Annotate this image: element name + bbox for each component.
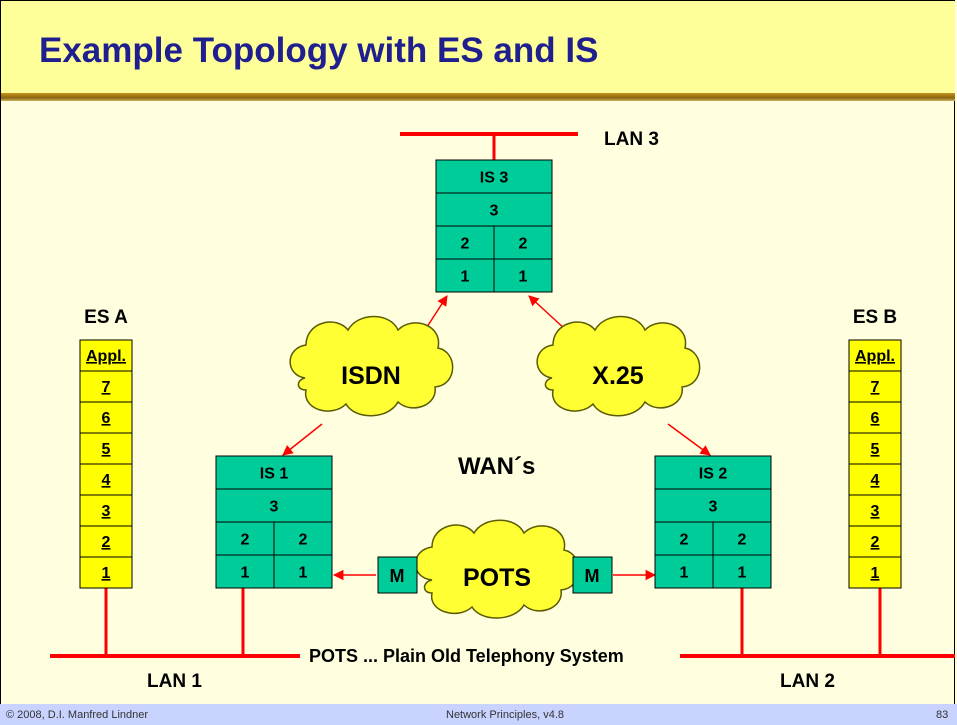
footer-page-number: 83 <box>936 709 949 721</box>
pots-label: POTS <box>463 564 531 592</box>
is-layer3: 3 <box>490 203 499 220</box>
is-layer1-right: 1 <box>299 565 308 582</box>
lan1-label: LAN 1 <box>147 671 202 692</box>
is-router-2: IS 1 3 2 2 1 1 <box>215 455 333 589</box>
slide-title: Example Topology with ES and IS <box>39 31 599 70</box>
lan3-segment <box>400 132 578 160</box>
es-layer: 1 <box>871 565 880 582</box>
es-stack-a: ES A Appl. 7 6 5 4 3 2 1 <box>79 307 133 589</box>
is-layer1-left: 1 <box>241 565 250 582</box>
is-layer2-left: 2 <box>680 532 689 549</box>
footer: © 2008, D.I. Manfred Lindner Network Pri… <box>0 704 957 725</box>
is-layer2-right: 2 <box>738 532 747 549</box>
intermediate-systems: IS 3 3 2 2 1 1 IS 1 3 2 2 1 1 IS 2 3 2 2 1 1 <box>215 159 772 589</box>
is-layer1-left: 1 <box>680 565 689 582</box>
modem-right: M <box>572 556 613 594</box>
es-layer: 7 <box>871 379 880 396</box>
x25-cloud: X.25 <box>536 315 701 417</box>
end-systems: ES A Appl. 7 6 5 4 3 2 1 ES B Appl. 7 6 5 4 3 2 1 <box>79 307 902 589</box>
es-layer: Appl. <box>855 348 895 365</box>
es-layer: 6 <box>871 410 880 427</box>
footer-copyright: © 2008, D.I. Manfred Lindner <box>6 709 149 721</box>
modem-right-label: M <box>585 566 600 586</box>
es-layer: 3 <box>102 503 111 520</box>
es-layer: 4 <box>871 472 880 489</box>
wan-links <box>282 295 711 581</box>
es-layer: 4 <box>102 472 111 489</box>
is-layer2-left: 2 <box>461 236 470 253</box>
lan3-label: LAN 3 <box>604 129 659 150</box>
is-layer1-right: 1 <box>519 269 528 286</box>
lan2-label: LAN 2 <box>780 671 835 692</box>
is-name: IS 3 <box>480 170 509 187</box>
is-name: IS 2 <box>699 466 728 483</box>
is-layer2-right: 2 <box>299 532 308 549</box>
es-layer: 6 <box>102 410 111 427</box>
es-layer: Appl. <box>86 348 126 365</box>
es-layer: 5 <box>102 441 111 458</box>
lan-bottom-segments <box>50 588 955 658</box>
is-layer3: 3 <box>270 499 279 516</box>
es-stack-b: ES B Appl. 7 6 5 4 3 2 1 <box>848 307 902 589</box>
wan-label: WAN´s <box>458 453 536 480</box>
es-name: ES B <box>853 307 897 328</box>
is-layer1-right: 1 <box>738 565 747 582</box>
isdn-cloud: ISDN <box>289 315 454 417</box>
es-name: ES A <box>84 307 128 328</box>
is-layer1-left: 1 <box>461 269 470 286</box>
is-layer2-left: 2 <box>241 532 250 549</box>
es-layer: 5 <box>871 441 880 458</box>
es-layer: 1 <box>102 565 111 582</box>
is-name: IS 1 <box>260 466 289 483</box>
x25-label: X.25 <box>592 362 644 390</box>
title-bar: Example Topology with ES and IS <box>1 1 955 93</box>
es-layer: 2 <box>102 534 111 551</box>
title-divider <box>1 93 955 101</box>
pots-caption: POTS ... Plain Old Telephony System <box>305 646 628 667</box>
modem-left-label: M <box>390 566 405 586</box>
pots-cloud: POTS <box>414 519 580 619</box>
is-router-3: IS 2 3 2 2 1 1 <box>654 455 772 589</box>
footer-course: Network Principles, v4.8 <box>446 709 564 721</box>
modem-left: M <box>377 556 418 594</box>
es-layer: 2 <box>871 534 880 551</box>
isdn-label: ISDN <box>341 362 401 390</box>
es-layer: 7 <box>102 379 111 396</box>
is-router-1: IS 3 3 2 2 1 1 <box>435 159 553 293</box>
is-layer2-right: 2 <box>519 236 528 253</box>
is-layer3: 3 <box>709 499 718 516</box>
es-layer: 3 <box>871 503 880 520</box>
